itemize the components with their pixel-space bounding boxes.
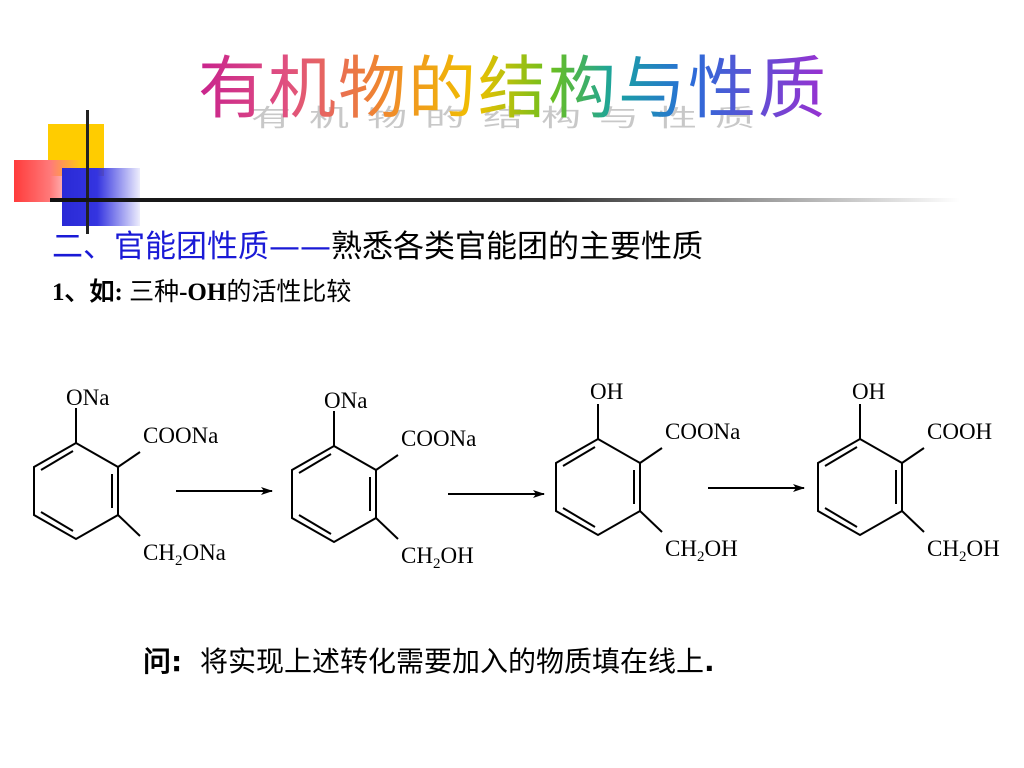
question-label: 问 (143, 645, 172, 678)
molecule-1-bottom-group: CH2ONa (143, 540, 226, 569)
decor-blue-square (62, 168, 140, 226)
molecule-4-bottom-group: CH2OH (927, 536, 1000, 565)
molecule-2: ONa COONa CH2OH (291, 388, 476, 572)
molecule-2-right-group: COONa (401, 426, 476, 451)
sub-heading-mid: 三种 (129, 279, 180, 306)
sub-heading-prefix: 1、如: (52, 279, 130, 306)
molecule-3-top-group: OH (590, 379, 623, 404)
molecule-1-right-group: COONa (143, 423, 218, 448)
molecule-3-right-group: COONa (665, 419, 740, 444)
section-dash: —— (269, 229, 331, 265)
question-colon: : (171, 645, 183, 678)
question-text: 问: 将实现上述转化需要加入的物质填在线上. (143, 642, 715, 682)
molecule-4-right-group: COOH (927, 419, 992, 444)
sub-heading-suffix: 的活性比较 (226, 279, 352, 306)
decor-title-underline (50, 198, 960, 202)
question-period: . (704, 645, 715, 678)
molecule-4-top-group: OH (852, 379, 885, 404)
molecule-2-top-group: ONa (324, 388, 367, 413)
molecule-1-top-group: ONa (66, 385, 109, 410)
sub-heading: 1、如: 三种-OH的活性比较 (52, 276, 351, 310)
section-heading: 二、官能团性质——熟悉各类官能团的主要性质 (52, 225, 703, 269)
question-body: 将实现上述转化需要加入的物质填在线上 (182, 645, 705, 678)
sub-heading-group: -OH (179, 279, 227, 306)
section-description: 熟悉各类官能团的主要性质 (331, 229, 703, 265)
slide-title: 有机物的结构与性质 (198, 50, 829, 129)
molecule-1: ONa COONa CH2ONa (33, 385, 226, 569)
benzene-ring (291, 411, 399, 544)
slide-title-area: 有机物的结构与性质 有机物的结构与性质 (140, 40, 900, 158)
molecule-2-bottom-group: CH2OH (401, 543, 474, 572)
molecule-4: OH COOH CH2OH (817, 379, 1000, 565)
reaction-scheme: ONa COONa CH2ONa ONa COONa CH2OH (33, 379, 1000, 572)
decor-vertical-line (86, 110, 89, 234)
title-reflection: 有机物的结构与性质 (162, 106, 862, 130)
molecule-3: OH COONa CH2OH (555, 379, 740, 565)
benzene-ring (817, 404, 925, 537)
molecule-3-bottom-group: CH2OH (665, 536, 738, 565)
benzene-ring (555, 404, 663, 537)
benzene-ring (33, 408, 141, 541)
section-label: 二、官能团性质 (52, 229, 269, 265)
